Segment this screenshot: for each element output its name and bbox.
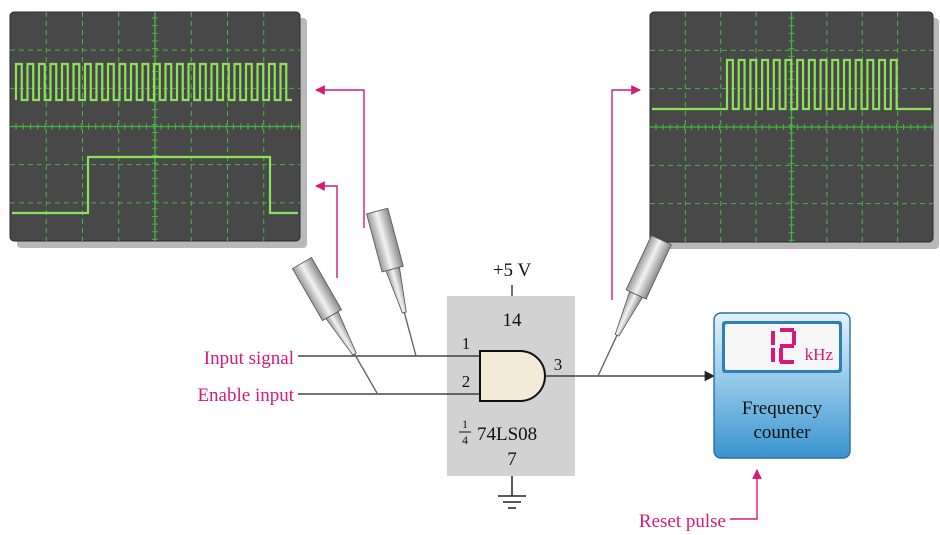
- input-signal-label: Input signal: [204, 348, 294, 369]
- scope-arrows: [315, 85, 762, 520]
- left-scope-grid: [10, 12, 300, 241]
- right-scope-output-trace: [652, 58, 931, 111]
- arrow-enable-to-left-scope: [315, 181, 338, 278]
- and-gate: [479, 350, 546, 402]
- arrow-reset-pulse: [730, 469, 762, 520]
- fraction-numerator: 1: [462, 417, 468, 431]
- arrow-output-to-right-scope: [611, 85, 641, 300]
- probe-input: [366, 207, 417, 357]
- pin-1-label: 1: [462, 334, 471, 353]
- gnd-pin-number: 7: [507, 449, 517, 470]
- counter-title-line1: Frequency: [742, 398, 823, 419]
- arrow-input-to-left-scope: [315, 85, 365, 228]
- fraction-denominator: 4: [462, 433, 468, 447]
- wires: [298, 355, 716, 395]
- counter-digits: [771, 328, 796, 364]
- left-scope-input-trace: [14, 62, 292, 102]
- probe-enable: [291, 257, 378, 394]
- pin-3-label: 3: [554, 355, 563, 374]
- ic-74ls08: +5 V 14 1 2 3 1 4 74LS08 7: [447, 260, 575, 509]
- enable-input-label: Enable input: [197, 385, 294, 406]
- counter-unit: kHz: [805, 345, 834, 364]
- right-scope-grid: [650, 12, 933, 242]
- frequency-counter: kHz Frequency counter: [713, 312, 851, 459]
- probe-output: [597, 234, 672, 377]
- reset-pulse-label: Reset pulse: [639, 511, 726, 532]
- supply-label: +5 V: [493, 260, 532, 281]
- vcc-pin-number: 14: [503, 310, 523, 331]
- ground-icon: [498, 476, 526, 509]
- left-oscilloscope: [9, 11, 307, 248]
- part-number: 74LS08: [477, 424, 537, 445]
- left-scope-enable-trace: [12, 155, 298, 215]
- counter-title-line2: counter: [754, 422, 812, 443]
- right-oscilloscope: [649, 11, 939, 249]
- pin-2-label: 2: [462, 372, 471, 391]
